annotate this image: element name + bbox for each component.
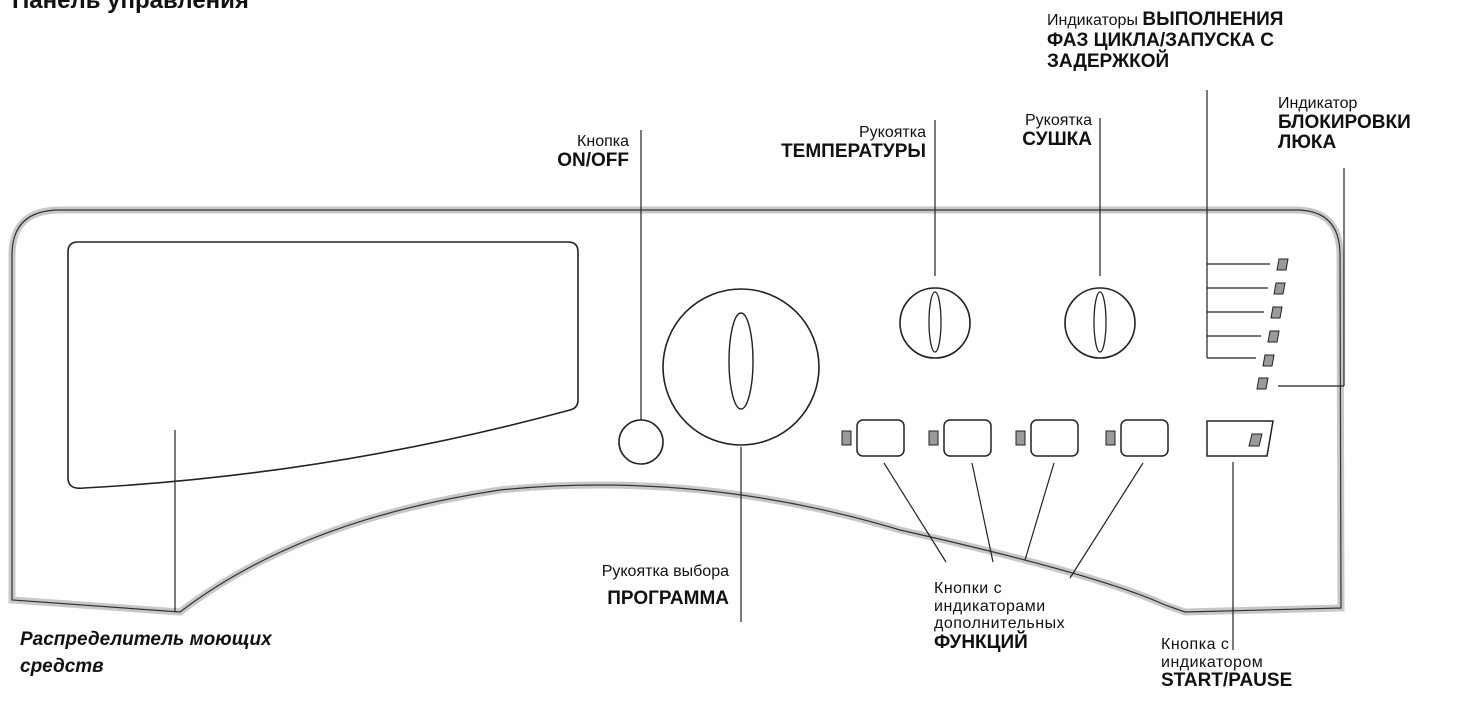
label-onoff-bold: ON/OFF <box>557 149 629 171</box>
label-temp-small: Рукоятка <box>859 124 926 141</box>
label-lock-bold2: ЛЮКА <box>1278 132 1337 154</box>
label-func-line1: Кнопки с <box>934 580 1003 597</box>
label-dry-bold: СУШКА <box>1022 128 1092 150</box>
label-door-lock: Индикатор БЛОКИРОВКИ ЛЮКА <box>1278 95 1411 154</box>
function-button-2[interactable] <box>928 419 992 457</box>
label-functions: Кнопки с индикаторами дополнительных ФУН… <box>934 580 1065 654</box>
label-phase-bold3: ЗАДЕРЖКОЙ <box>1047 50 1170 72</box>
on-off-button[interactable] <box>618 419 664 465</box>
door-lock-led <box>1256 377 1269 390</box>
label-phase-bold1: ВЫПОЛНЕНИЯ <box>1142 9 1284 30</box>
label-phase-prefix: Индикаторы <box>1047 12 1138 29</box>
label-temp-bold: ТЕМПЕРАТУРЫ <box>781 140 926 162</box>
label-func-bold: ФУНКЦИЙ <box>934 631 1028 653</box>
phase-led-3 <box>1270 306 1283 319</box>
start-pause-button[interactable] <box>1206 420 1274 457</box>
phase-led-4 <box>1267 330 1280 343</box>
label-sp-line2: индикатором <box>1161 653 1264 671</box>
label-temperature: Рукоятка ТЕМПЕРАТУРЫ <box>781 124 926 162</box>
label-dispenser: Распределитель моющих средств <box>20 629 272 678</box>
phase-led-5 <box>1262 354 1275 367</box>
label-program: Рукоятка выбора ПРОГРАММА <box>602 563 729 609</box>
label-program-small: Рукоятка выбора <box>601 563 729 580</box>
function-button-4[interactable] <box>1105 419 1169 457</box>
label-func-line2: индикаторами <box>934 597 1046 615</box>
label-program-bold: ПРОГРАММА <box>607 587 729 609</box>
label-lock-small: Индикатор <box>1278 95 1358 112</box>
label-func-line3: дополнительных <box>934 615 1066 633</box>
label-start-pause: Кнопка с индикатором START/PAUSE <box>1161 636 1292 692</box>
label-lock-bold1: БЛОКИРОВКИ <box>1278 111 1411 133</box>
phase-indicator-leds <box>1256 258 1289 390</box>
function-button-1[interactable] <box>841 419 905 457</box>
label-onoff-small: Кнопка <box>577 133 629 150</box>
label-dispenser-line1: Распределитель моющих <box>20 629 272 650</box>
label-phase-bold2: ФАЗ ЦИКЛА/ЗАПУСКА С <box>1047 29 1274 51</box>
label-dry: Рукоятка СУШКА <box>1022 112 1092 150</box>
page-title: Панель управления <box>12 0 249 14</box>
leader-lines <box>174 90 1345 650</box>
label-phase-indicators: Индикаторы ВЫПОЛНЕНИЯ ФАЗ ЦИКЛА/ЗАПУСКА … <box>1047 9 1284 73</box>
phase-led-1 <box>1276 258 1289 271</box>
detergent-dispenser[interactable] <box>67 241 579 490</box>
label-sp-line1: Кнопка с <box>1161 636 1230 653</box>
label-dry-small: Рукоятка <box>1025 112 1092 129</box>
label-on-off: Кнопка ON/OFF <box>557 133 629 171</box>
phase-led-2 <box>1273 282 1286 295</box>
label-dispenser-line2: средств <box>20 655 104 677</box>
label-sp-bold: START/PAUSE <box>1161 670 1293 692</box>
function-button-3[interactable] <box>1015 419 1079 457</box>
